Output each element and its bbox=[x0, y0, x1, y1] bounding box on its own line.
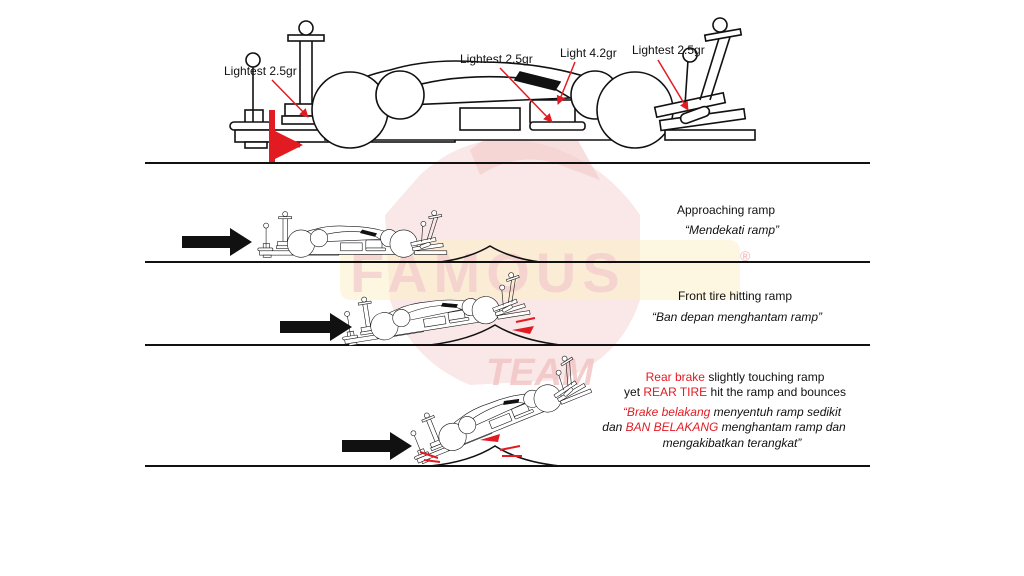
stage3-caption-en-line2: yet REAR TIRE hit the ramp and bounces bbox=[624, 385, 846, 400]
stage3-ban-belakang-highlight: BAN BELAKANG bbox=[625, 420, 719, 434]
label-front-stabilizer-weight: Lightest 2.5gr bbox=[224, 64, 297, 78]
stage1-caption-id: “Mendekati ramp” bbox=[684, 223, 780, 237]
callout-arrow-body-front bbox=[499, 67, 553, 123]
ramp-2 bbox=[439, 245, 541, 263]
callout-arrow-rear-stabilizer bbox=[657, 59, 689, 111]
stage3-caption-id-line3: mengakibatkan terangkat” bbox=[662, 436, 802, 450]
stage3-id-line1-rest: menyentuh ramp sedikit bbox=[710, 405, 842, 419]
stage3-en-line2-pre: yet bbox=[624, 385, 644, 399]
car-large bbox=[229, 17, 756, 149]
label-rear-stabilizer-weight: Lightest 2.5gr bbox=[632, 43, 705, 57]
front-brake-marker bbox=[269, 110, 303, 162]
stage3-caption-en-line1: Rear brake slightly touching ramp bbox=[646, 370, 825, 385]
stage1-caption-en: Approaching ramp bbox=[676, 203, 776, 217]
stage2-caption-id: “Ban depan menghantam ramp” bbox=[651, 310, 823, 324]
direction-arrow-4 bbox=[342, 432, 412, 460]
ramp-3 bbox=[429, 324, 561, 346]
stage3-id-line2-pre: dan bbox=[602, 420, 626, 434]
stage3-brake-belakang-highlight: “Brake belakang bbox=[622, 405, 711, 419]
stage3-id-line2-rest: menghantam ramp dan bbox=[718, 420, 846, 434]
stage3-caption-id-line1: “Brake belakang menyentuh ramp sedikit bbox=[623, 405, 841, 420]
stage3-rear-brake-highlight: Rear brake bbox=[645, 370, 705, 384]
stage3-en-line2-rest: hit the ramp and bounces bbox=[707, 385, 846, 399]
stage3-rear-tire-highlight: REAR TIRE bbox=[643, 385, 708, 399]
stage3-caption-id-line2: dan BAN BELAKANG menghantam ramp dan bbox=[602, 420, 845, 435]
car-small-front-hit bbox=[336, 270, 531, 347]
impact-marks-3 bbox=[512, 317, 536, 334]
car-small-rear-hit bbox=[399, 351, 594, 467]
callout-arrow-body-rear bbox=[556, 61, 576, 105]
stage3-en-line1-rest: slightly touching ramp bbox=[704, 370, 825, 384]
watermark-banner bbox=[340, 240, 740, 300]
stage2-caption-en: Front tire hitting ramp bbox=[677, 289, 793, 303]
ramp-4 bbox=[429, 445, 561, 467]
direction-arrow-2 bbox=[182, 228, 252, 256]
callout-arrow-front-stabilizer bbox=[271, 79, 309, 118]
label-body-mass-front-weight: Lightest 2.5gr bbox=[460, 52, 533, 66]
watermark-registered: ® bbox=[740, 248, 751, 264]
label-body-mass-rear-weight: Light 4.2gr bbox=[560, 46, 617, 60]
impact-marks-4 bbox=[419, 434, 522, 463]
direction-arrow-3 bbox=[280, 313, 352, 341]
car-small-approaching bbox=[257, 210, 448, 258]
